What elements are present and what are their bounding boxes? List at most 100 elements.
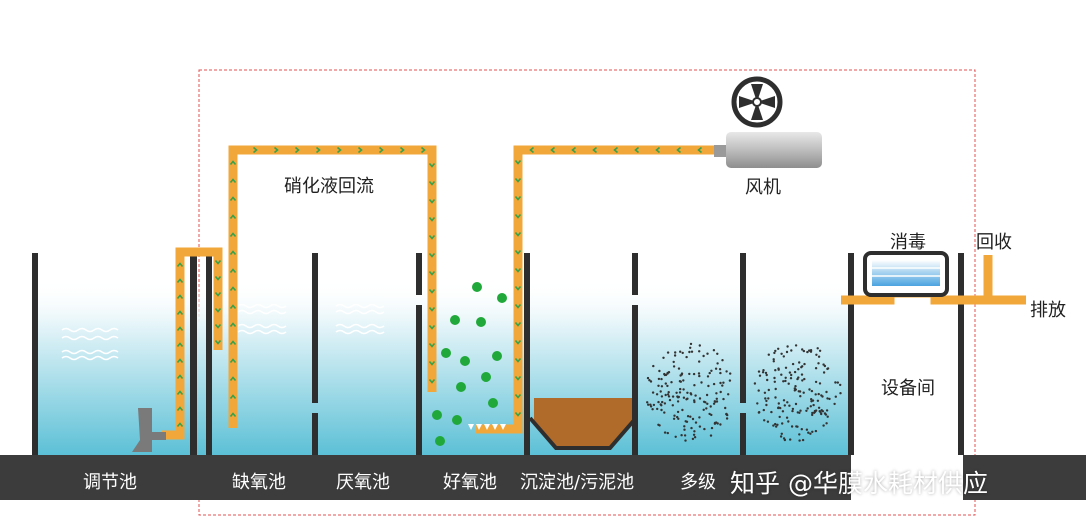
equipment-room-floor xyxy=(851,455,963,500)
particle xyxy=(799,395,802,398)
flow-arrow xyxy=(514,267,522,273)
particle xyxy=(677,417,680,420)
flow-arrow xyxy=(514,303,522,309)
particle xyxy=(801,348,804,351)
particle xyxy=(783,404,786,407)
flow-arrows xyxy=(176,146,703,428)
tank-label-aerobic: 好氧池 xyxy=(443,472,497,493)
particle xyxy=(686,415,690,418)
particle xyxy=(818,382,822,385)
particle xyxy=(766,378,769,382)
flow-arrow xyxy=(229,286,237,292)
recovery-label: 回收 xyxy=(976,232,1012,253)
particle xyxy=(710,426,714,430)
flow-arrow xyxy=(176,262,184,268)
particle xyxy=(764,397,767,400)
particle xyxy=(798,390,802,393)
particle xyxy=(801,365,804,368)
particle xyxy=(722,397,725,401)
flow-arrow xyxy=(428,216,436,222)
particle xyxy=(774,422,777,426)
particle xyxy=(693,384,696,387)
particle xyxy=(677,367,681,370)
particle xyxy=(780,373,783,376)
particle xyxy=(797,376,800,379)
particle xyxy=(688,372,691,376)
flow-arrow xyxy=(176,406,184,412)
flow-arrow xyxy=(655,146,661,154)
particle xyxy=(647,403,650,406)
blower-motor-icon xyxy=(714,132,822,168)
particle xyxy=(785,416,789,419)
particle xyxy=(709,434,713,437)
particle xyxy=(819,411,822,414)
flow-arrow xyxy=(273,146,279,154)
particle xyxy=(798,361,801,364)
flow-arrow xyxy=(229,268,237,274)
particle xyxy=(672,365,676,368)
particle xyxy=(676,415,679,419)
particle xyxy=(655,393,659,396)
particle xyxy=(762,369,765,372)
particle xyxy=(817,392,820,396)
particle xyxy=(793,370,797,374)
particle xyxy=(658,424,661,427)
flow-arrow xyxy=(428,180,436,186)
particle xyxy=(794,344,798,347)
flow-arrow xyxy=(571,146,577,154)
particle xyxy=(758,374,762,377)
flow-arrow xyxy=(229,196,237,202)
particle xyxy=(686,391,689,394)
flow-arrow xyxy=(229,178,237,184)
particle xyxy=(777,406,780,409)
flow-arrow xyxy=(229,340,237,346)
flow-arrow xyxy=(214,323,222,329)
recirculation-label: 硝化液回流 xyxy=(284,176,374,197)
particle xyxy=(785,350,789,354)
particle xyxy=(787,420,790,423)
particle xyxy=(667,391,670,394)
particle xyxy=(691,437,695,441)
particle xyxy=(775,425,778,428)
particle xyxy=(772,424,775,427)
particle xyxy=(789,438,792,441)
particle xyxy=(757,389,760,392)
flow-arrow xyxy=(428,162,436,168)
particle xyxy=(679,387,682,391)
particle xyxy=(708,412,711,416)
particle xyxy=(666,431,669,435)
flow-arrow xyxy=(229,250,237,256)
particle xyxy=(826,367,830,370)
particle xyxy=(681,408,684,412)
wave-marks xyxy=(61,303,385,361)
flow-arrow xyxy=(428,288,436,294)
tank-label-multistage: 多级 xyxy=(680,472,716,493)
particle xyxy=(676,396,680,399)
particle xyxy=(663,372,666,376)
particle xyxy=(797,368,800,371)
flow-arrow xyxy=(315,146,321,154)
air-diffuser xyxy=(468,424,506,430)
flow-arrow xyxy=(252,146,258,154)
particle xyxy=(802,391,805,394)
particle xyxy=(676,410,680,414)
flow-arrow xyxy=(229,214,237,220)
particle xyxy=(673,414,676,417)
flow-arrow xyxy=(176,342,184,348)
flow-arrow xyxy=(428,306,436,312)
particle xyxy=(770,410,773,414)
particle xyxy=(719,371,722,375)
flow-arrow xyxy=(229,160,237,166)
particle xyxy=(713,400,716,403)
particle xyxy=(719,423,722,426)
flow-arrow xyxy=(214,307,222,313)
particle xyxy=(824,413,828,416)
particle xyxy=(715,397,718,400)
particle xyxy=(690,426,693,430)
particle xyxy=(805,409,808,412)
particle xyxy=(705,407,708,410)
flow-arrow xyxy=(428,378,436,384)
particle xyxy=(777,347,780,350)
particle xyxy=(651,391,655,394)
flow-arrow xyxy=(514,195,522,201)
